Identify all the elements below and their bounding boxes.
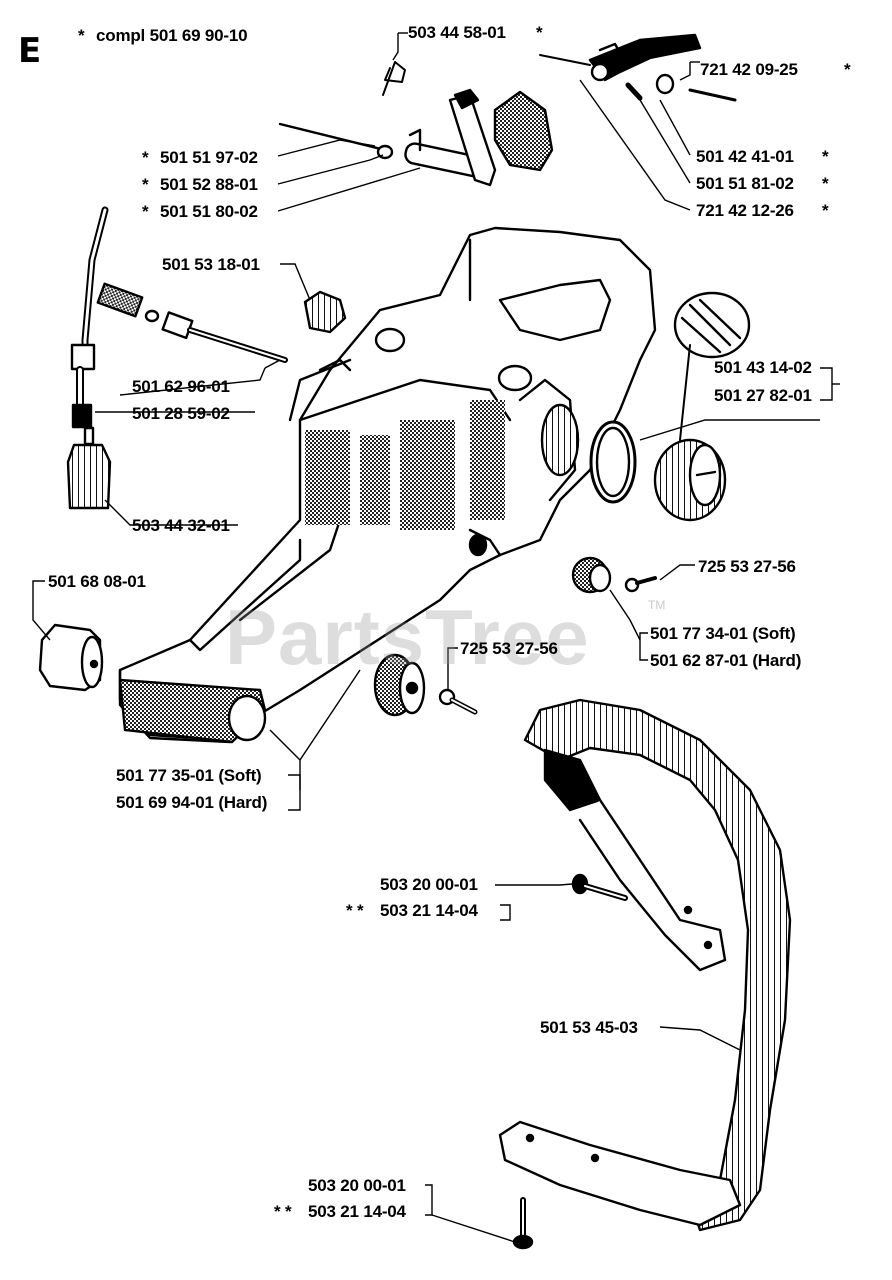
oil-pickup [96,282,288,363]
watermark: PartsTree [225,593,590,681]
label-501680801: 501 68 08-01 [48,572,146,591]
o-ring [589,420,637,504]
star-mark: * [822,174,829,193]
choke-lever [588,33,702,101]
bushing-501424101 [655,73,675,95]
label-compl: compl 501 69 90-10 [96,26,248,45]
label-501431402: 501 43 14-02 [714,358,812,377]
star-mark: * [822,201,829,220]
star-mark: * [536,23,543,42]
pin-721420925 [688,88,737,102]
av-element-front [571,556,612,594]
label-501629601: 501 62 96-01 [132,377,230,396]
label-721421226: 721 42 12-26 [696,201,794,220]
handle-screw-lower [512,1197,534,1250]
label-721420925: 721 42 09-25 [700,60,798,79]
star-mark: * [142,202,149,221]
star-mark: * [822,147,829,166]
label-503445801: 503 44 58-01 [408,23,506,42]
label-501699401: 501 69 94-01 (Hard) [116,793,268,812]
label-503443201: 503 44 32-01 [132,516,230,535]
bushing-501531801 [303,290,347,334]
throttle-rod [278,122,387,152]
oil-tank-cap [653,291,751,522]
label-501531801: 501 53 18-01 [162,255,260,274]
throttle-trigger [404,88,554,187]
screw-725532756-lower [438,688,478,715]
label-503200001-upper: 503 20 00-01 [380,875,478,894]
handle-screw-upper [571,873,628,901]
leader-lines [32,32,840,1243]
fuel-filter [66,426,112,510]
label-501628701: 501 62 87-01 (Hard) [650,651,802,670]
label-501519702: 501 51 97-02 [160,148,258,167]
star-mark: * [844,60,851,79]
label-725532756-lower: 725 53 27-56 [460,639,558,658]
fuel-hose [70,206,109,429]
av-element-rear [373,653,426,717]
label-501534503: 501 53 45-03 [540,1018,638,1037]
label-501773401: 501 77 34-01 (Soft) [650,624,796,643]
front-handle [498,698,792,1232]
label-503211404-upper: 503 21 14-04 [380,901,478,920]
section-letter: E [18,31,42,71]
screw-725532756-upper [624,576,657,593]
double-star-mark: * * [346,901,364,920]
label-501528801: 501 52 88-01 [160,175,258,194]
bushing-501680801 [38,623,104,692]
label-503200001-lower: 503 20 00-01 [308,1176,406,1195]
label-501285902: 501 28 59-02 [132,404,230,423]
label-501424101: 501 42 41-01 [696,147,794,166]
label-503211404-lower: 503 21 14-04 [308,1202,406,1221]
star-mark: * [142,175,149,194]
double-star-mark: * * [274,1202,292,1221]
label-725532756-upper: 725 53 27-56 [698,557,796,576]
watermark-trademark: TM [648,598,666,612]
label-501518102: 501 51 81-02 [696,174,794,193]
crankcase-housing [118,226,657,744]
label-501278201: 501 27 82-01 [714,386,812,405]
star-mark: * [142,148,149,167]
trigger-spring [382,61,406,96]
label-501773501: 501 77 35-01 (Soft) [116,766,262,785]
star-mark: * [78,26,85,45]
label-501518002: 501 51 80-02 [160,202,258,221]
choke-rod [539,54,591,66]
